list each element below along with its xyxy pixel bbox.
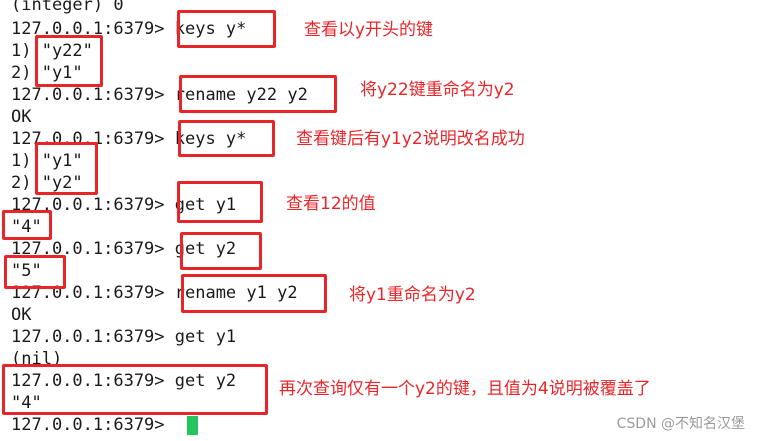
terminal-line: 127.0.0.1:6379> keys y* [11, 129, 247, 149]
terminal-line: OK [11, 107, 32, 127]
annotation-note: 查看12的值 [286, 194, 376, 214]
terminal-line: "5" [11, 261, 42, 281]
terminal-line: 127.0.0.1:6379> get y1 [11, 195, 237, 215]
terminal-line: "4" [11, 217, 42, 237]
terminal-cursor [187, 416, 198, 435]
terminal-prompt-line: 127.0.0.1:6379> [11, 415, 175, 435]
terminal-line: "4" [11, 393, 42, 413]
annotation-note: 将y1重命名为y2 [349, 285, 476, 305]
annotation-note: 查看以y开头的键 [304, 20, 434, 40]
terminal-line: (nil) [11, 349, 63, 369]
terminal-line: 127.0.0.1:6379> get y2 [11, 371, 237, 391]
watermark: CSDN @不知名汉堡 [616, 416, 745, 432]
annotation-note: 再次查询仅有一个y2的键，且值为4说明被覆盖了 [279, 379, 651, 399]
terminal-line: 127.0.0.1:6379> keys y* [11, 19, 247, 39]
terminal-line: 127.0.0.1:6379> get y2 [11, 239, 237, 259]
terminal-line: (integer) 0 [11, 0, 124, 15]
terminal-line: 127.0.0.1:6379> get y1 [11, 327, 237, 347]
terminal-line: 127.0.0.1:6379> rename y22 y2 [11, 85, 308, 105]
terminal-line: 1) "y22" [11, 41, 93, 61]
annotation-note: 将y22键重命名为y2 [360, 80, 515, 100]
terminal-line: 1) "y1" [11, 151, 83, 171]
terminal-line: 127.0.0.1:6379> rename y1 y2 [11, 283, 298, 303]
terminal-line: 2) "y1" [11, 63, 83, 83]
annotation-note: 查看键后有y1y2说明改名成功 [296, 129, 525, 149]
terminal-line: 2) "y2" [11, 173, 83, 193]
terminal-line: OK [11, 305, 32, 325]
